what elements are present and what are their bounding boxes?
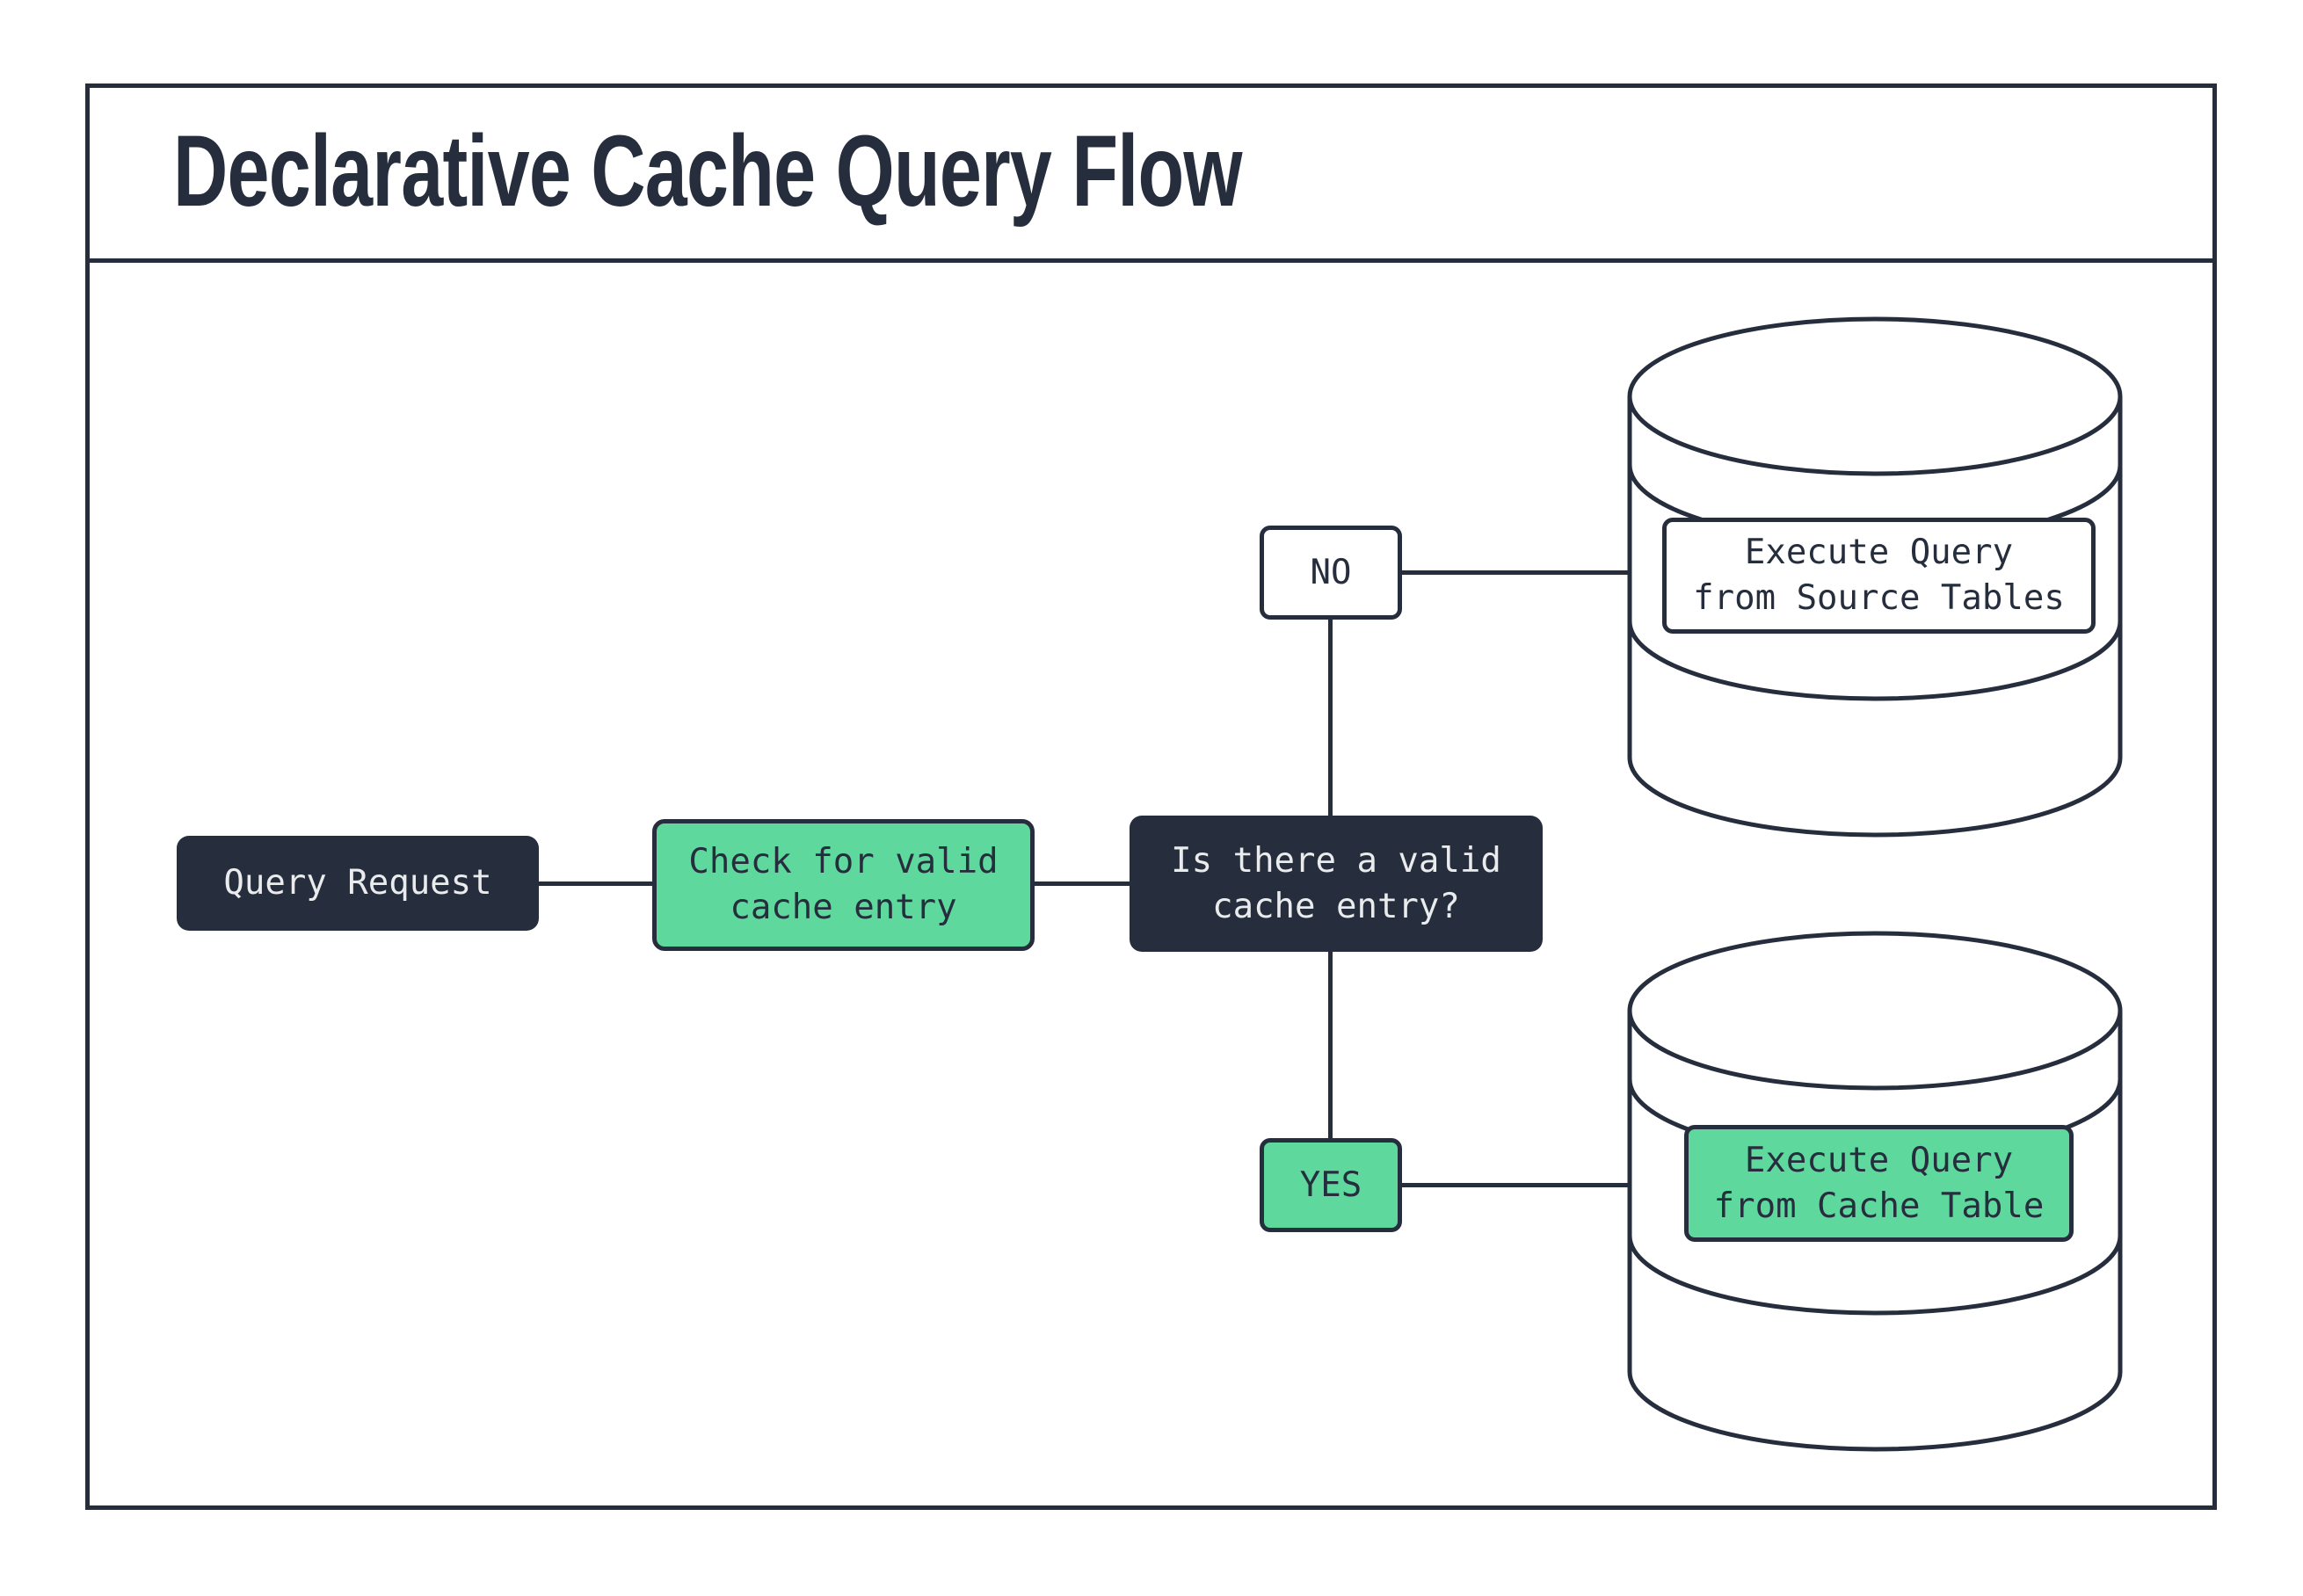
- node-execute-cache-table: Execute Query from Cache Table: [1684, 1125, 2074, 1242]
- edge-no-to-source-db: [1402, 570, 1635, 575]
- header-divider: [85, 258, 2217, 263]
- node-decision-valid-cache: Is there a valid cache entry?: [1130, 816, 1543, 952]
- node-no-label: NO: [1260, 526, 1402, 620]
- node-yes-label: YES: [1260, 1138, 1402, 1232]
- edge-yes-to-cache-db: [1402, 1183, 1635, 1187]
- diagram-title: Declarative Cache Query Flow: [173, 115, 1243, 228]
- edge-check-to-decision: [1035, 881, 1130, 886]
- node-execute-source-tables: Execute Query from Source Tables: [1662, 518, 2096, 634]
- edge-decision-to-no: [1328, 620, 1333, 816]
- node-query-request: Query Request: [177, 836, 539, 931]
- edge-decision-to-yes: [1328, 952, 1333, 1138]
- node-check-cache: Check for valid cache entry: [652, 819, 1035, 951]
- edge-query-to-check: [539, 881, 652, 886]
